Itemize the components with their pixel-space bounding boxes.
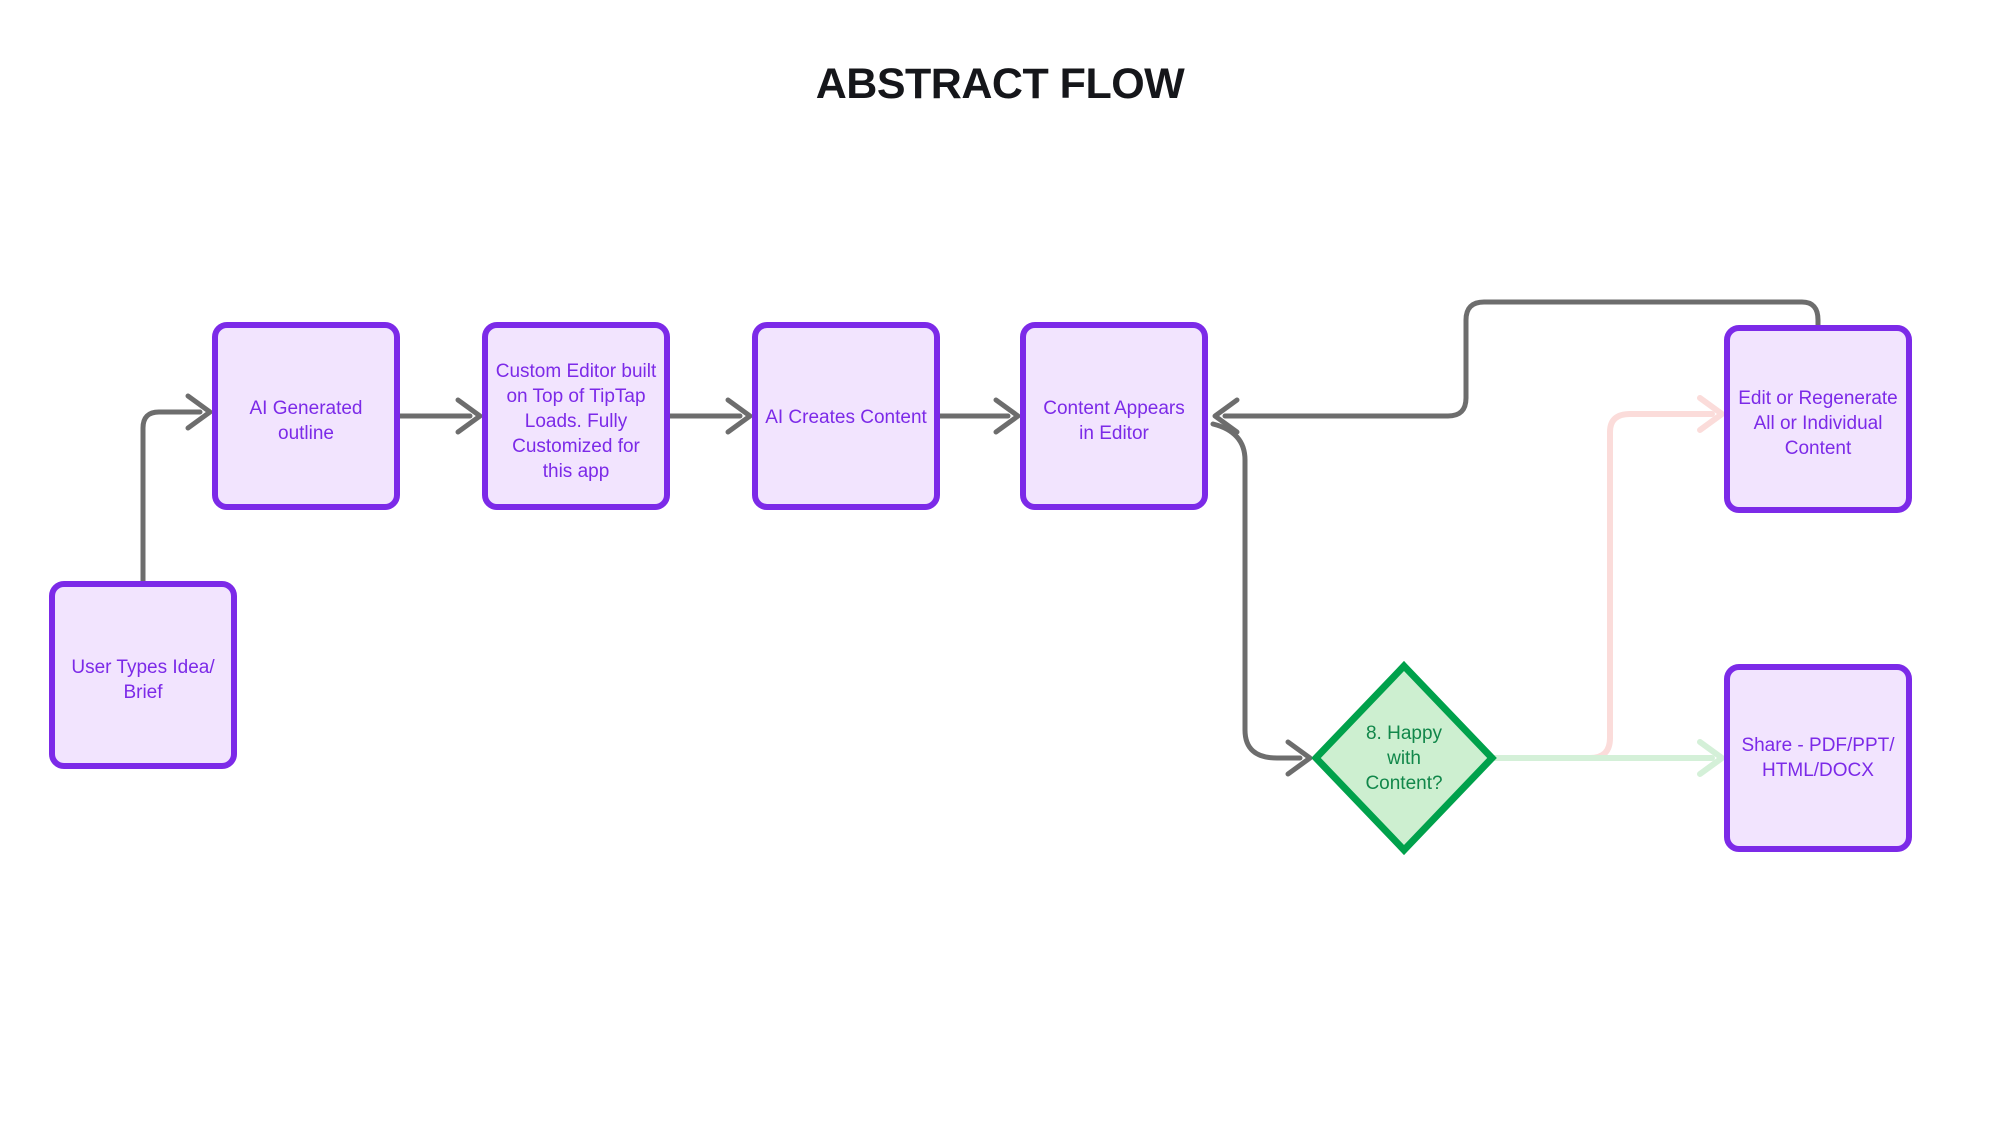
edge-custom-editor-to-ai-creates [667, 397, 753, 435]
arrowhead [455, 397, 483, 435]
arrowhead [1697, 739, 1725, 777]
node-label-line-2: HTML/DOCX [1762, 760, 1874, 781]
node-edit-or-regenerate[interactable]: Edit or Regenerate All or Individual Con… [1724, 325, 1912, 513]
node-content-appears-in-editor[interactable]: Content Appears in Editor [1020, 322, 1208, 510]
node-shape[interactable] [1311, 660, 1497, 856]
node-happy-with-content[interactable]: 8. Happy with Content? [1311, 660, 1497, 856]
node-label-line-2: outline [278, 423, 334, 444]
node-label-line-3: Content [1785, 438, 1852, 459]
node-user-types-idea[interactable]: User Types Idea/ Brief [49, 581, 237, 769]
arrowhead [1212, 397, 1240, 435]
node-label-line-4: Customized for [512, 436, 640, 457]
node-label-line-3: Content? [1365, 773, 1442, 794]
node-shape[interactable] [1020, 322, 1208, 510]
node-label-line-2: Brief [123, 682, 163, 703]
node-ai-generated-outline[interactable]: AI Generated outline [212, 322, 400, 510]
node-label-line-1: AI Creates Content [765, 407, 927, 428]
edge-edit-regenerate-to-content-appears [1212, 299, 1821, 435]
edge-ai-creates-to-content-appears [937, 397, 1021, 435]
node-ai-creates-content[interactable]: AI Creates Content [752, 322, 940, 510]
node-shape[interactable] [49, 581, 237, 769]
node-label-line-1: User Types Idea/ [71, 657, 215, 678]
edge-happy-yes-to-share [1489, 739, 1725, 777]
edge-path [1222, 299, 1821, 419]
edge-path [1489, 411, 1715, 761]
edge-outline-to-custom-editor [397, 397, 483, 435]
node-shape[interactable] [1724, 664, 1912, 852]
node-shape[interactable] [1724, 325, 1912, 513]
node-label-line-1: Edit or Regenerate [1738, 388, 1898, 409]
edge-happy-no-to-edit-regenerate [1489, 395, 1725, 761]
edge-path [1210, 421, 1303, 761]
node-label-line-1: AI Generated [249, 398, 362, 419]
node-label-line-2: on Top of TipTap [506, 386, 645, 407]
arrowhead [1697, 395, 1725, 433]
node-shape[interactable] [482, 322, 670, 510]
node-label-line-3: Loads. Fully [525, 411, 628, 432]
arrowhead [1285, 739, 1313, 777]
arrowhead [725, 397, 753, 435]
page-title: ABSTRACT FLOW [815, 60, 1185, 108]
edge-path [140, 409, 203, 587]
node-label-line-2: in Editor [1079, 423, 1149, 444]
node-share-formats[interactable]: Share - PDF/PPT/ HTML/DOCX [1724, 664, 1912, 852]
node-custom-editor[interactable]: Custom Editor built on Top of TipTap Loa… [482, 322, 670, 510]
edge-content-appears-to-happy [1210, 421, 1313, 777]
node-label-line-2: All or Individual [1754, 413, 1883, 434]
node-label-line-1: Content Appears [1043, 398, 1185, 419]
node-label-line-1: 8. Happy [1366, 723, 1443, 744]
arrowhead [185, 393, 213, 431]
node-label-line-1: Custom Editor built [496, 361, 657, 382]
node-label-line-5: this app [543, 461, 610, 482]
node-label-line-2: with [1386, 748, 1421, 769]
node-label-line-1: Share - PDF/PPT/ [1741, 735, 1895, 756]
node-shape[interactable] [752, 322, 940, 510]
node-shape[interactable] [212, 322, 400, 510]
edge-user-types-to-outline [140, 393, 213, 587]
arrowhead [993, 397, 1021, 435]
